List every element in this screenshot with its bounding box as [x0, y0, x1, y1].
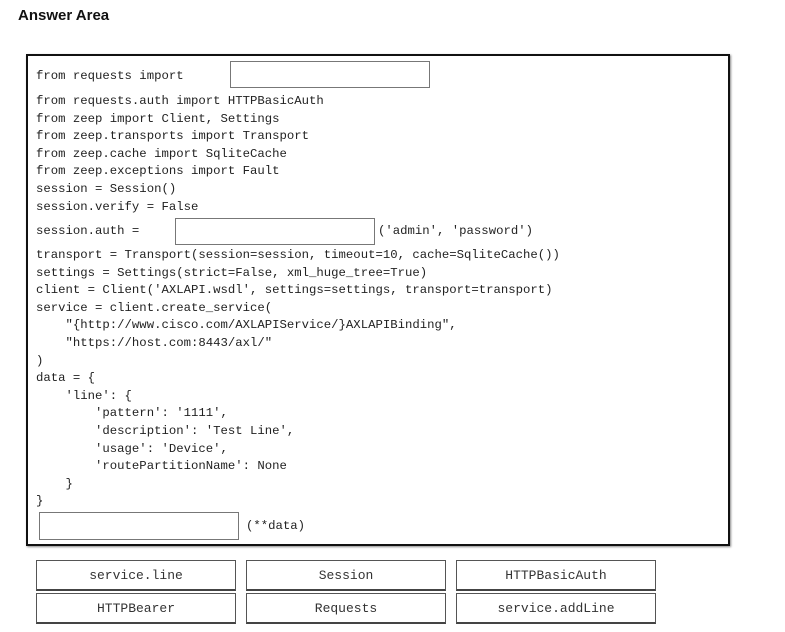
code-line: }	[36, 494, 44, 508]
code-line: ('admin', 'password')	[378, 224, 533, 238]
option-service-line[interactable]: service.line	[36, 560, 236, 591]
code-line: 'line': {	[36, 389, 132, 403]
option-httpbearer[interactable]: HTTPBearer	[36, 593, 236, 624]
code-line: 'description': 'Test Line',	[36, 424, 295, 438]
drop-target-call[interactable]	[39, 512, 239, 540]
drop-target-import[interactable]	[230, 61, 430, 88]
code-line: data = {	[36, 371, 96, 385]
code-line: 'routePartitionName': None	[36, 459, 287, 473]
code-line: "https://host.com:8443/axl/"	[36, 336, 273, 350]
code-line: transport = Transport(session=session, t…	[36, 248, 560, 262]
code-line: session.verify = False	[36, 200, 199, 214]
code-line: 'pattern': '1111',	[36, 406, 228, 420]
code-line: from zeep.exceptions import Fault	[36, 164, 280, 178]
code-line: from zeep import Client, Settings	[36, 112, 280, 126]
code-line: client = Client('AXLAPI.wsdl', settings=…	[36, 283, 553, 297]
option-httpbasicauth[interactable]: HTTPBasicAuth	[456, 560, 656, 591]
code-line: session = Session()	[36, 182, 177, 196]
code-line: )	[36, 354, 44, 368]
code-line: from requests.auth import HTTPBasicAuth	[36, 94, 324, 108]
drop-target-auth[interactable]	[175, 218, 375, 245]
code-line: session.auth =	[36, 224, 140, 238]
code-line: "{http://www.cisco.com/AXLAPIService/}AX…	[36, 318, 457, 332]
code-line: settings = Settings(strict=False, xml_hu…	[36, 266, 428, 280]
option-session[interactable]: Session	[246, 560, 446, 591]
code-line: from zeep.cache import SqliteCache	[36, 147, 287, 161]
code-panel: from requests import from requests.auth …	[26, 54, 730, 546]
code-line: }	[36, 477, 73, 491]
code-line: 'usage': 'Device',	[36, 442, 228, 456]
option-requests[interactable]: Requests	[246, 593, 446, 624]
code-line: from requests import	[36, 69, 184, 83]
code-line: (**data)	[246, 519, 306, 533]
code-line: from zeep.transports import Transport	[36, 129, 310, 143]
option-service-addline[interactable]: service.addLine	[456, 593, 656, 624]
code-line: service = client.create_service(	[36, 301, 273, 315]
answer-area-title: Answer Area	[18, 7, 110, 24]
